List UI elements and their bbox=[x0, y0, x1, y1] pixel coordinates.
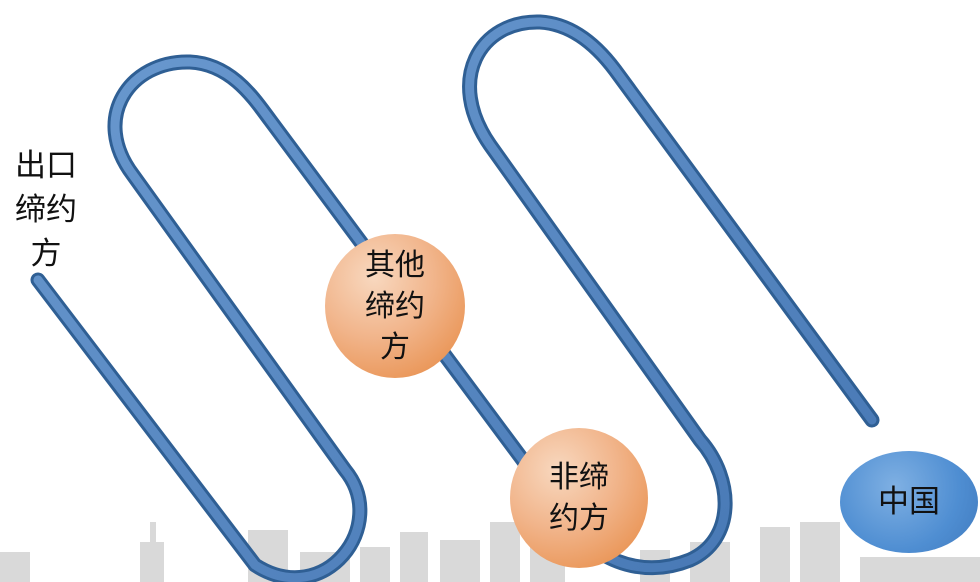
other-parties-label: 其他 缔约 方 bbox=[365, 247, 425, 365]
non-parties-node: 非缔 约方 bbox=[510, 428, 648, 568]
china-node: 中国 bbox=[840, 451, 978, 553]
non-parties-label: 非缔 约方 bbox=[549, 460, 609, 536]
china-label: 中国 bbox=[878, 483, 940, 520]
other-parties-node: 其他 缔约 方 bbox=[325, 234, 465, 378]
exporter-label: 出口 缔约 方 bbox=[15, 148, 77, 272]
